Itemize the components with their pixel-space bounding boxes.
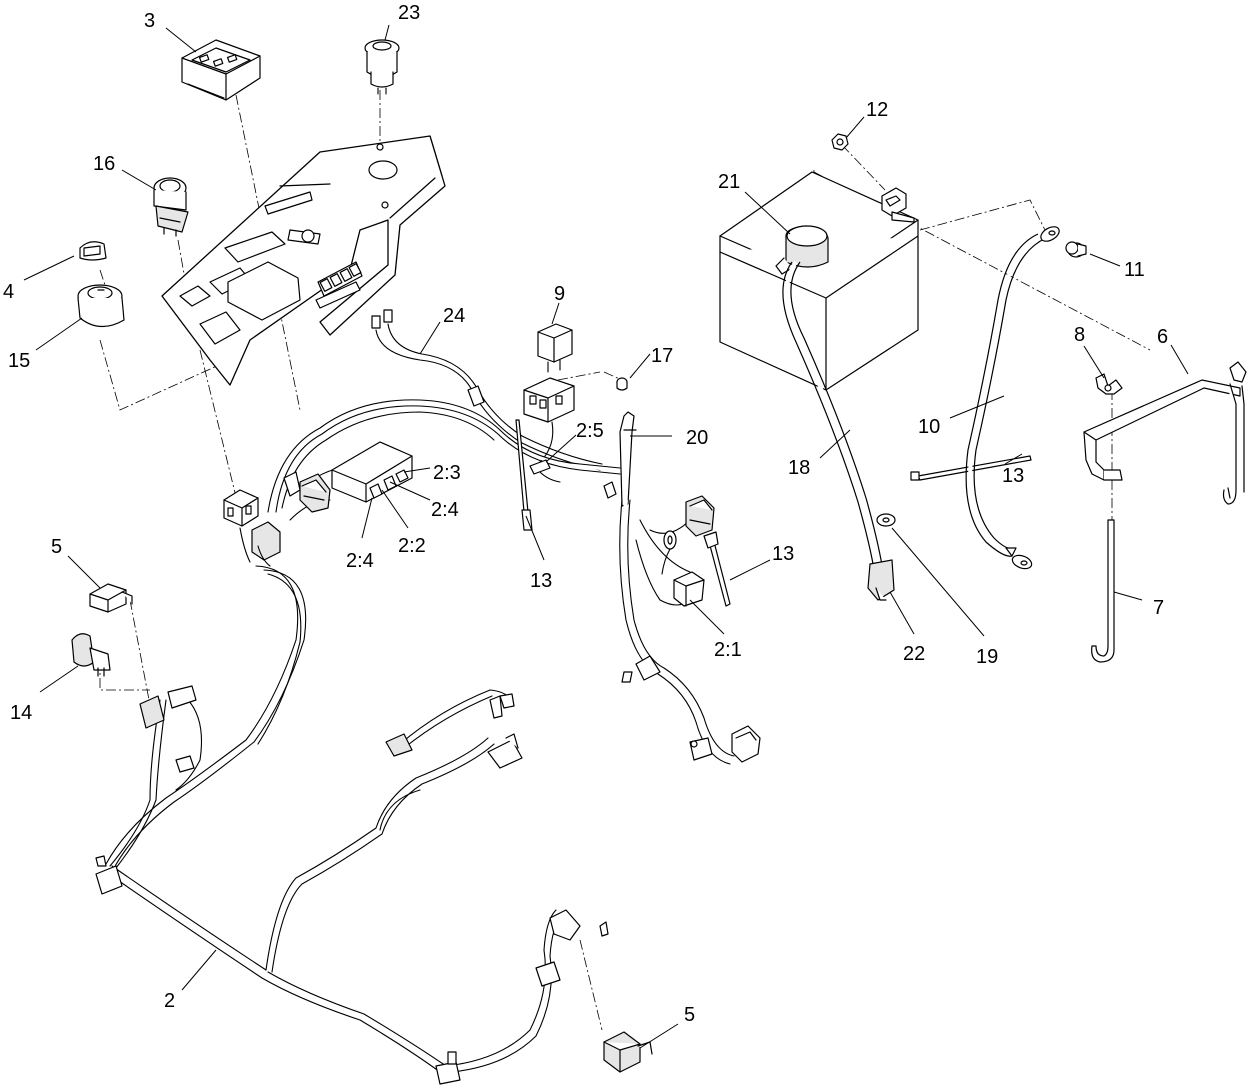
callout-21: 21: [718, 171, 740, 193]
callout-18: 18: [788, 457, 810, 479]
socket-harness: [371, 309, 603, 471]
callout-13-right: 13: [772, 543, 794, 565]
callout-24: 24: [443, 305, 465, 327]
main-harness-upper: [223, 399, 621, 567]
relay: [537, 323, 573, 373]
negative-cable: [965, 226, 1060, 570]
callout-8: 8: [1074, 324, 1085, 346]
callout-6: 6: [1157, 326, 1168, 348]
callout-2-4-left: 2:4: [346, 550, 374, 572]
battery: [719, 171, 919, 391]
display-module: [181, 39, 261, 101]
callout-7: 7: [1153, 597, 1164, 619]
pto-switch: [71, 633, 111, 677]
callout-15: 15: [8, 350, 30, 372]
callout-13-battery: 13: [1002, 465, 1024, 487]
callout-2-1: 2:1: [714, 639, 742, 661]
callout-22: 22: [903, 643, 925, 665]
screw: [616, 377, 628, 391]
callout-9: 9: [554, 283, 565, 305]
harness-loop-clip: [619, 411, 637, 507]
callout-14: 14: [10, 702, 32, 724]
callout-2: 2: [164, 990, 175, 1012]
callout-17: 17: [651, 345, 673, 367]
callout-2-4-right: 2:4: [431, 499, 459, 521]
j-bolt: [1091, 519, 1115, 663]
rotary-switch: [153, 177, 189, 237]
bolt: [1065, 241, 1087, 258]
cable-tie-right: [703, 531, 731, 607]
hold-down-bracket: [1083, 361, 1247, 505]
callout-13-center: 13: [530, 570, 552, 592]
callout-2-3: 2:3: [433, 462, 461, 484]
callout-labels: 2 2:1 2:2 2:3 2:4 2:4 2:5 3 4 5 5 6 7 8 …: [3, 2, 1168, 1026]
power-socket: [364, 39, 400, 95]
callout-23: 23: [398, 2, 420, 24]
callout-5-upper: 5: [51, 536, 62, 558]
callout-19: 19: [976, 646, 998, 668]
callout-5-lower: 5: [684, 1004, 695, 1026]
interlock-switch-upper: [89, 583, 133, 613]
control-panel: [161, 135, 446, 386]
wing-nut: [1095, 373, 1123, 395]
positive-cable: [782, 260, 895, 601]
main-harness-lower: [95, 565, 609, 1085]
callout-2-2: 2:2: [398, 535, 426, 557]
interlock-switch-lower: [603, 1031, 653, 1073]
callout-11: 11: [1124, 259, 1145, 281]
callout-10: 10: [918, 416, 940, 438]
ignition-switch: [77, 284, 125, 328]
callout-4: 4: [3, 281, 14, 303]
callout-2-5: 2:5: [576, 420, 604, 442]
callout-16: 16: [93, 153, 115, 175]
key-cover: [79, 241, 107, 261]
callout-20: 20: [686, 427, 708, 449]
harness-right-branch: [619, 495, 761, 765]
relay-base: [523, 377, 575, 463]
callout-3: 3: [144, 10, 155, 32]
ring-terminal: [876, 513, 896, 527]
nut: [831, 133, 849, 151]
callout-12: 12: [866, 99, 888, 121]
leader-lines: [23, 24, 1189, 1049]
